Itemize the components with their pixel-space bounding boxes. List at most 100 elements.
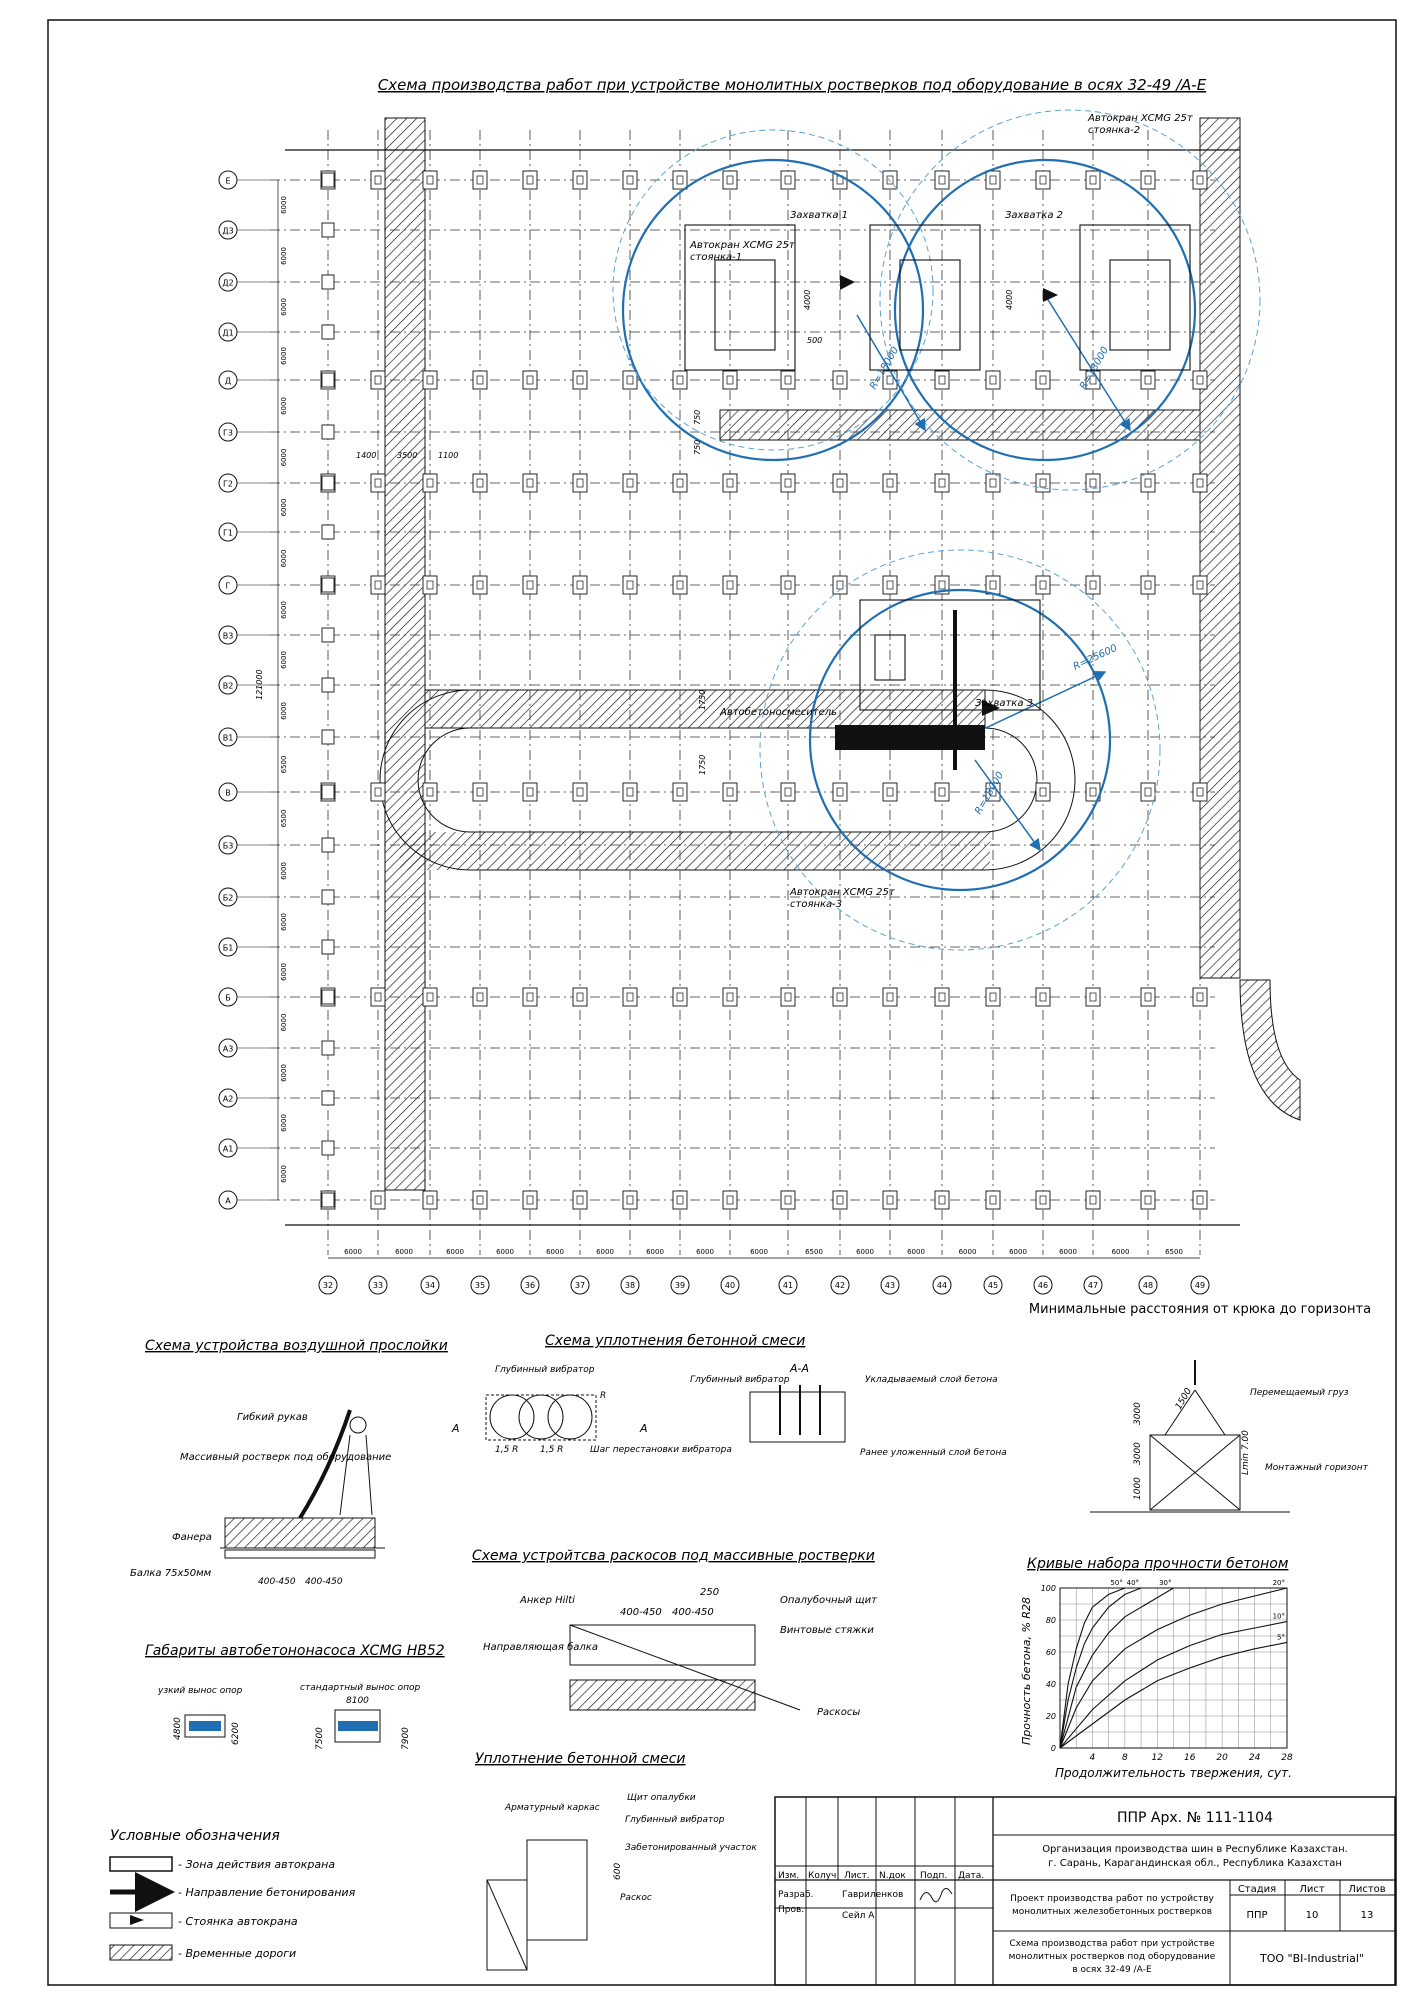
pier-core	[1144, 375, 1152, 385]
row-axis-label: Б	[225, 994, 231, 1003]
crane1-label: Автокран XCMG 25т	[689, 240, 796, 251]
pier-core	[426, 478, 434, 488]
hook-load: Перемещаемый груз	[1250, 1388, 1349, 1398]
chart-series-label: 50°	[1110, 1579, 1122, 1587]
pier	[321, 172, 335, 188]
pier	[1140, 473, 1156, 493]
row-dim-label: 6000	[280, 1165, 288, 1183]
pier-core	[1089, 992, 1097, 1002]
chart-xlabel: Продолжительность твержения, сут.	[1055, 1766, 1292, 1780]
signature	[919, 1888, 953, 1903]
pier	[321, 989, 335, 1005]
pier	[572, 170, 588, 190]
col-axis-label: 47	[1088, 1281, 1098, 1290]
chart-series-label: 30°	[1159, 1579, 1171, 1587]
pier	[985, 987, 1001, 1007]
pier-core	[726, 787, 734, 797]
compaction2-vib: Глубинный вибратор	[625, 1815, 725, 1825]
pier	[321, 274, 335, 290]
pier	[1192, 987, 1208, 1007]
stamp-sheets-h: Листов	[1348, 1884, 1385, 1895]
row-axis-label: Е	[225, 177, 230, 186]
stamp-h-izm: Изм.	[778, 1871, 799, 1881]
pier	[1035, 987, 1051, 1007]
pier-core	[676, 478, 684, 488]
pier	[1140, 370, 1156, 390]
pier-core	[476, 580, 484, 590]
pier	[370, 170, 386, 190]
pier	[522, 782, 538, 802]
stamp-razrab-name: Гавриленков	[842, 1890, 903, 1900]
col-axis-bubble	[570, 1275, 590, 1295]
pier	[722, 987, 738, 1007]
legend-item-parking: - Стоянка автокрана	[178, 1915, 298, 1928]
pier	[934, 370, 950, 390]
dim-750-a: 750	[693, 410, 702, 425]
braces-screw: Винтовые стяжки	[780, 1625, 874, 1636]
chart-xtick: 8	[1122, 1753, 1128, 1763]
chart-xtick: 24	[1249, 1753, 1261, 1763]
col-axis-bubble	[778, 1275, 798, 1295]
pier-core	[526, 580, 534, 590]
chart-series-line	[1059, 1587, 1142, 1749]
pier	[1035, 1190, 1051, 1210]
compaction-r15b: 1,5 R	[540, 1445, 563, 1455]
hook-distance-scheme: Минимальные расстояния от крюка до гориз…	[1029, 1302, 1371, 1513]
compaction-detail: Уплотнение бетонной смеси Арматурный кар…	[475, 1751, 757, 1971]
legend-item-crane-zone: - Зона действия автокрана	[178, 1858, 335, 1871]
col-axis-bubble	[720, 1275, 740, 1295]
pier-core	[938, 992, 946, 1002]
compaction2-frame: Арматурный каркас	[504, 1803, 600, 1813]
col-axis-bubble	[470, 1275, 490, 1295]
col-dim-label: 6000	[546, 1248, 564, 1256]
pier-core	[426, 375, 434, 385]
row-dim-label: 6000	[280, 298, 288, 316]
pier-core	[476, 175, 484, 185]
pier-core	[938, 787, 946, 797]
row-dim-label: 6000	[280, 1014, 288, 1032]
pump-standard: стандартный вынос опор	[300, 1683, 420, 1693]
pier	[422, 782, 438, 802]
dim-1400: 1400	[356, 451, 376, 460]
row-axis-label: Г2	[223, 480, 233, 489]
pier-core	[784, 478, 792, 488]
pier-core	[938, 1195, 946, 1205]
row-axis-label: Б3	[223, 842, 234, 851]
col-dim-label: 6000	[959, 1248, 977, 1256]
pier	[622, 782, 638, 802]
pier-core	[676, 375, 684, 385]
chart-series-label: 10°	[1273, 1613, 1285, 1621]
chart-xtick: 16	[1184, 1753, 1196, 1763]
col-axis-label: 49	[1195, 1281, 1205, 1290]
pier	[572, 370, 588, 390]
pier	[472, 782, 488, 802]
pier-core	[626, 992, 634, 1002]
crane2-sub: стоянка-2	[1088, 125, 1140, 136]
pier	[622, 987, 638, 1007]
chart-series-line	[1059, 1641, 1288, 1749]
braces-scheme: Схема устройтсва раскосов под массивные …	[472, 1548, 878, 1718]
compaction2-shield: Щит опалубки	[627, 1793, 696, 1803]
pier-core	[836, 787, 844, 797]
pier	[934, 987, 950, 1007]
pier	[832, 575, 848, 595]
pier-core	[374, 787, 382, 797]
hook-d1: 3000	[1133, 1402, 1143, 1425]
foundation-piers	[320, 170, 1208, 1210]
pier	[1085, 473, 1101, 493]
col-axis-bubble	[318, 1275, 338, 1295]
pier	[522, 1190, 538, 1210]
chart-series-label: 40°	[1127, 1579, 1139, 1587]
braces-title: Схема устройтсва раскосов под массивные …	[472, 1548, 875, 1564]
pier-core	[784, 787, 792, 797]
overall-dim: 121000	[255, 669, 264, 700]
pier-core	[1089, 787, 1097, 797]
row-axis-label: Д2	[222, 279, 233, 288]
pier	[572, 575, 588, 595]
stamp-scheme1: Схема производства работ при устройстве	[1009, 1939, 1215, 1949]
pier	[472, 170, 488, 190]
legend-title: Условные обозначения	[110, 1828, 280, 1844]
pier-core	[576, 992, 584, 1002]
pier	[422, 473, 438, 493]
stamp-h-data: Дата.	[958, 1871, 984, 1881]
